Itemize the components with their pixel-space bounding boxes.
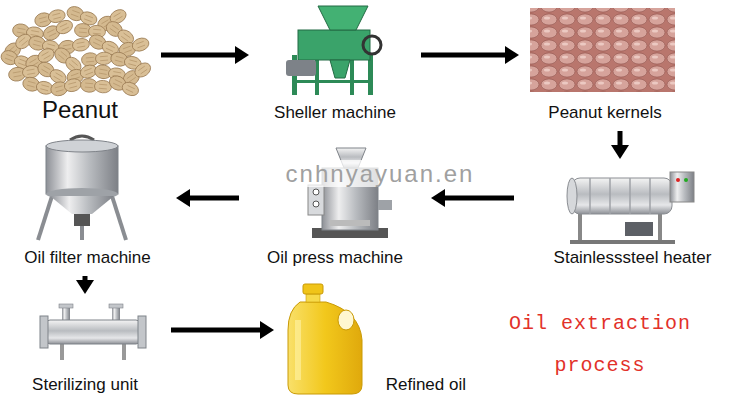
flow-arrow bbox=[611, 131, 629, 159]
sheller-machine-picture bbox=[286, 6, 381, 95]
arrow-head bbox=[76, 280, 94, 294]
step-caption: Stainlesssteel heater bbox=[554, 248, 712, 268]
arrow-head bbox=[235, 46, 249, 64]
arrow-shaft bbox=[421, 53, 506, 58]
arrow-head bbox=[611, 145, 629, 159]
process-step: Stainlesssteel heater bbox=[520, 165, 745, 270]
process-step: Oil filter machine bbox=[5, 135, 170, 270]
process-step: Refined oil bbox=[280, 280, 470, 397]
watermark: cnhnyayuan.en bbox=[282, 160, 479, 187]
flow-arrow bbox=[171, 321, 274, 339]
heater-picture bbox=[567, 172, 694, 244]
process-step: Sterilizing unit bbox=[5, 300, 165, 397]
flow-arrow bbox=[421, 46, 519, 64]
process-step: Sheller machine bbox=[255, 5, 415, 125]
step-caption: Oil filter machine bbox=[24, 248, 151, 268]
arrow-head bbox=[260, 321, 274, 339]
peanut-pile bbox=[0, 4, 154, 98]
peanut-kernels-picture bbox=[530, 8, 675, 92]
arrow-head bbox=[176, 189, 190, 207]
title-box: Oil extraction process bbox=[500, 303, 700, 387]
step-caption: Sterilizing unit bbox=[32, 375, 138, 395]
step-caption: Sheller machine bbox=[274, 103, 396, 123]
arrow-head bbox=[505, 46, 519, 64]
flow-arrow bbox=[161, 46, 249, 64]
arrow-shaft bbox=[171, 328, 261, 333]
step-caption: Peanut bbox=[42, 97, 118, 123]
flow-arrow bbox=[431, 189, 514, 207]
arrow-shaft bbox=[444, 196, 514, 201]
process-step: Peanut kernels bbox=[525, 5, 685, 125]
flow-arrow bbox=[76, 276, 94, 294]
arrow-shaft bbox=[618, 131, 623, 146]
sterilizer-picture bbox=[40, 304, 146, 360]
arrow-head bbox=[431, 189, 445, 207]
step-caption: Refined oil bbox=[386, 375, 466, 395]
watermark-box: cnhnyayuan.en bbox=[250, 160, 510, 188]
arrow-shaft bbox=[189, 196, 239, 201]
step-caption: Oil press machine bbox=[267, 248, 403, 268]
diagram-title: Oil extraction process bbox=[509, 312, 691, 377]
step-caption: Peanut kernels bbox=[548, 103, 661, 123]
arrow-shaft bbox=[161, 53, 236, 58]
oil-filter-picture bbox=[38, 136, 126, 240]
oil-bottle-picture bbox=[288, 284, 362, 394]
flow-arrow bbox=[176, 189, 239, 207]
process-step: Peanut bbox=[5, 5, 155, 125]
